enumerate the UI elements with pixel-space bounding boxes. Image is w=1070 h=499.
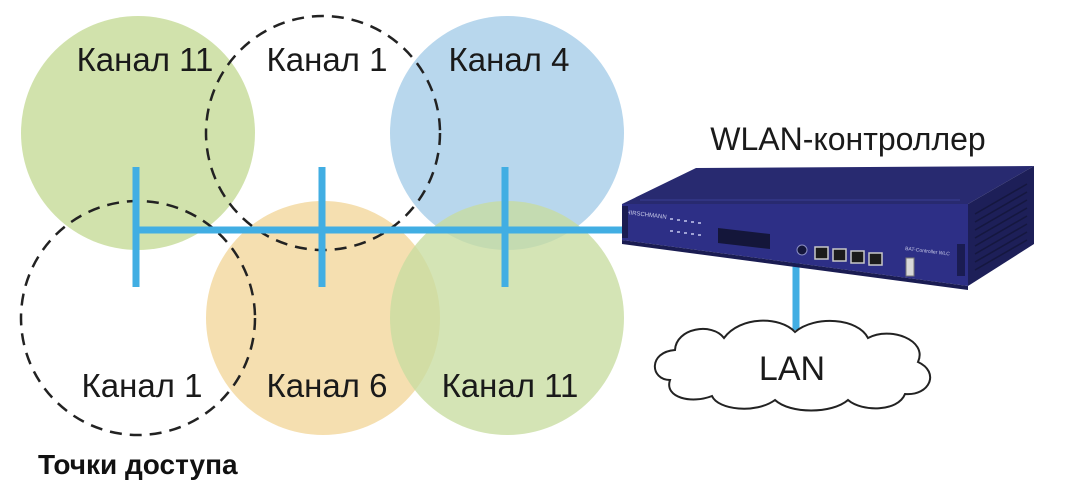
lan-label: LAN bbox=[759, 350, 825, 388]
cell-label: Канал 4 bbox=[449, 41, 570, 78]
cell-top-right bbox=[390, 16, 624, 250]
lan-cloud bbox=[653, 319, 931, 412]
wlan-controller-device: HIRSCHMANN BAT-Controller WLC bbox=[622, 166, 1034, 290]
device-brand: HIRSCHMANN bbox=[626, 210, 667, 221]
diagram-title: Точки доступа bbox=[38, 449, 238, 480]
cell-bottom-middle bbox=[206, 201, 440, 435]
cell-label: Канал 6 bbox=[267, 367, 388, 404]
controller-label: WLAN-контроллер bbox=[710, 121, 985, 157]
cell-label: Канал 1 bbox=[82, 367, 203, 404]
device-model: BAT-Controller WLC bbox=[905, 246, 951, 257]
cell-bottom-right bbox=[390, 201, 624, 435]
cell-top-left bbox=[21, 16, 255, 250]
cell-label: Канал 11 bbox=[77, 41, 214, 78]
cell-label: Канал 1 bbox=[267, 41, 388, 78]
cell-label: Канал 11 bbox=[442, 367, 579, 404]
